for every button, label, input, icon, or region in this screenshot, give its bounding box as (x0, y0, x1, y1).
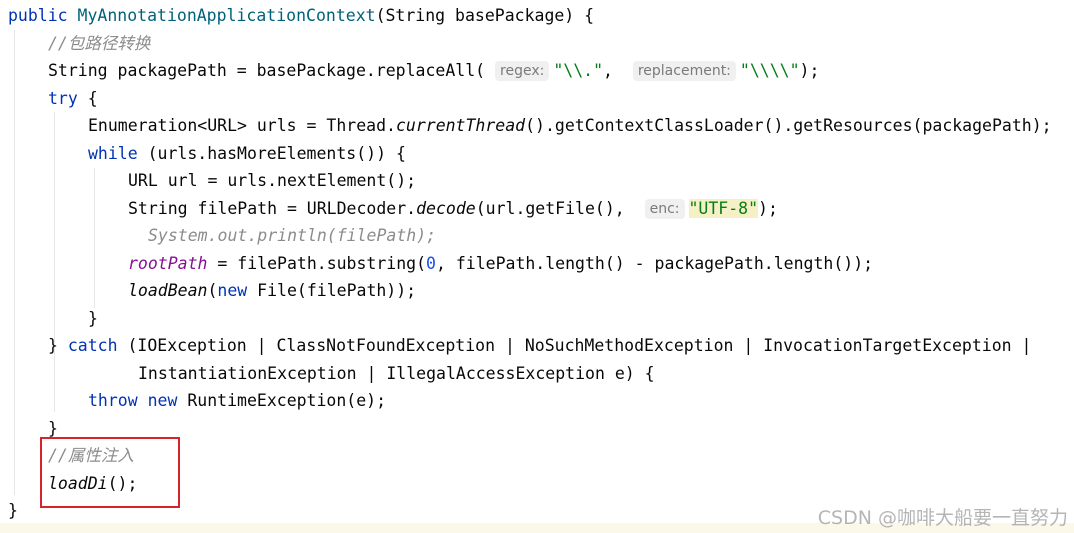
indent-guide (14, 30, 15, 495)
substring-args: , filePath.length() - packagePath.length… (435, 254, 874, 273)
string-replacement: "\\\\" (739, 61, 800, 80)
package-path-assign: String packagePath = basePackage.replace… (48, 61, 486, 80)
constructor-close-brace: } (8, 501, 18, 520)
load-di-call-end: (); (107, 474, 138, 493)
keyword-catch: catch (67, 336, 118, 355)
code-line-16[interactable]: } (48, 415, 58, 442)
statement-end: ); (799, 61, 820, 80)
string-utf8: "UTF-8" (688, 199, 759, 218)
indent-guide (54, 112, 55, 412)
arg-separator: , (603, 61, 623, 80)
code-line-6[interactable]: while (urls.hasMoreElements()) { (88, 140, 406, 167)
substring-call: = filePath.substring( (207, 254, 427, 273)
string-regex: "\\." (553, 61, 604, 80)
code-line-8[interactable]: String filePath = URLDecoder.decode(url.… (128, 195, 778, 222)
decode-args: (url.getFile(), (475, 199, 635, 218)
statement-end: ); (758, 199, 778, 218)
method-load-di: loadDi (48, 474, 108, 493)
code-line-18[interactable]: loadDi(); (48, 470, 137, 497)
try-brace: { (77, 89, 98, 108)
code-line-7[interactable]: URL url = urls.nextElement(); (128, 167, 416, 194)
number-zero: 0 (426, 254, 436, 273)
code-line-11[interactable]: loadBean(new File(filePath)); (128, 277, 416, 304)
code-line-3[interactable]: String packagePath = basePackage.replace… (48, 57, 819, 84)
keyword-new: new (217, 281, 248, 300)
keyword-throw: throw (88, 391, 138, 410)
file-path-declaration: String filePath = URLDecoder. (128, 199, 417, 218)
code-line-5[interactable]: Enumeration<URL> urls = Thread.currentTh… (88, 112, 1052, 139)
get-resources-call: ().getContextClassLoader().getResources(… (525, 116, 1052, 135)
while-close-brace: } (88, 309, 98, 328)
code-line-10[interactable]: rootPath = filePath.substring(0, filePat… (128, 250, 873, 277)
url-next-element: URL url = urls.nextElement(); (128, 171, 417, 190)
code-line-19[interactable]: } (8, 497, 18, 524)
catch-exceptions: (IOException | ClassNotFoundException | … (117, 336, 1032, 355)
space (138, 391, 148, 410)
code-line-4[interactable]: try { (48, 85, 98, 112)
code-line-13[interactable]: } catch (IOException | ClassNotFoundExce… (48, 332, 1031, 359)
field-root-path: rootPath (128, 254, 208, 273)
highlight-box (40, 437, 180, 508)
new-file-expr: File(filePath)); (247, 281, 417, 300)
param-hint-replacement: replacement: (632, 61, 736, 81)
comment-property-injection: //属性注入 (48, 446, 134, 465)
keyword-new: new (147, 391, 178, 410)
code-line-17[interactable]: //属性注入 (48, 442, 134, 469)
catch-exceptions-cont: InstantiationException | IllegalAccessEx… (138, 364, 655, 383)
urls-declaration: Enumeration<URL> urls = Thread. (88, 116, 396, 135)
code-line-12[interactable]: } (88, 305, 98, 332)
keyword-public: public (8, 6, 68, 25)
code-line-14[interactable]: InstantiationException | IllegalAccessEx… (138, 360, 655, 387)
while-condition: (urls.hasMoreElements()) { (137, 144, 406, 163)
code-line-9[interactable]: System.out.println(filePath); (148, 222, 436, 249)
param-hint-regex: regex: (495, 61, 550, 81)
paren-open: ( (207, 281, 218, 300)
keyword-try: try (48, 89, 78, 108)
runtime-exception: RuntimeException(e); (177, 391, 387, 410)
method-decode: decode (416, 199, 476, 218)
watermark: CSDN @咖啡大船要一直努力 (817, 507, 1068, 529)
constructor-name: MyAnnotationApplicationContext (77, 6, 376, 25)
keyword-while: while (88, 144, 138, 163)
code-line-2[interactable]: //包路径转换 (48, 30, 150, 57)
indent-guide (94, 168, 95, 308)
param-hint-enc: enc: (644, 199, 685, 219)
method-load-bean: loadBean (128, 281, 208, 300)
code-line-15[interactable]: throw new RuntimeException(e); (88, 387, 386, 414)
comment-path-convert: //包路径转换 (48, 34, 151, 53)
try-close-brace: } (48, 336, 68, 355)
commented-println: System.out.println(filePath); (148, 226, 437, 245)
method-current-thread: currentThread (395, 116, 526, 135)
catch-close-brace: } (48, 419, 58, 438)
constructor-params: (String basePackage) { (375, 6, 595, 25)
footer-band (0, 523, 1074, 533)
code-line-1[interactable]: public MyAnnotationApplicationContext(St… (8, 2, 594, 29)
